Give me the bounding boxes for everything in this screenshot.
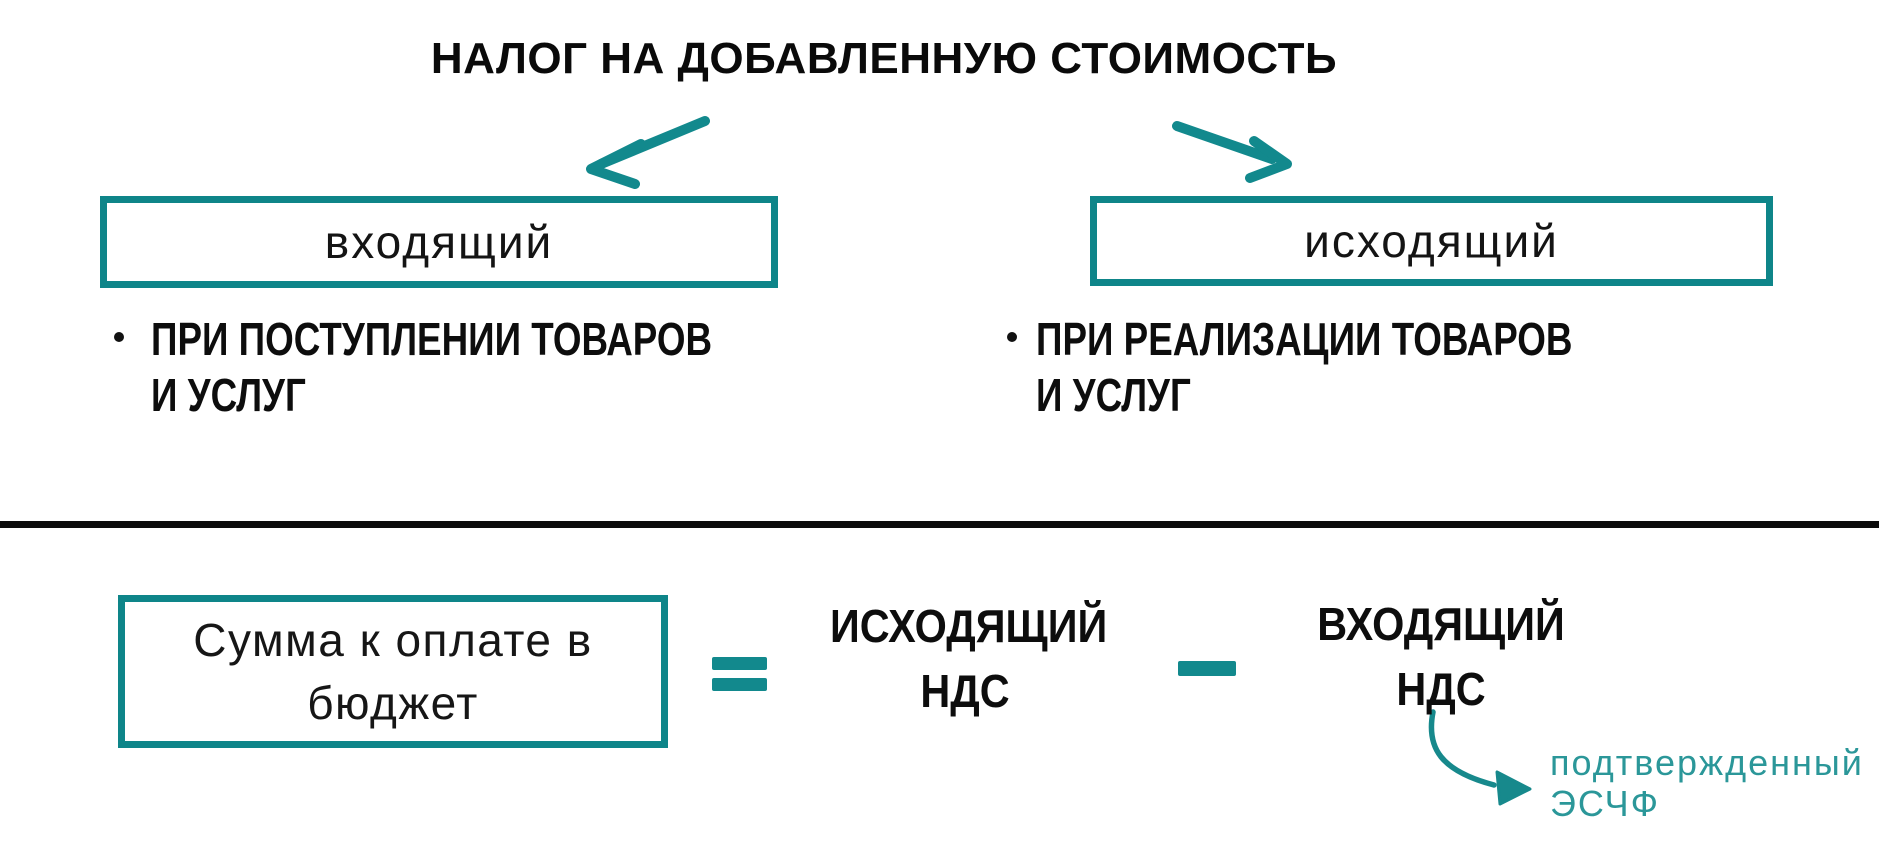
incoming-bullet-text: ПРИ ПОСТУПЛЕНИИ ТОВАРОВ И УСЛУГ: [151, 311, 712, 423]
curved-arrow-right-icon: [1428, 709, 1532, 806]
confirmed-escf-note-line1: подтвержденный: [1550, 742, 1864, 783]
bullet-dot: [1007, 332, 1017, 342]
incoming-vat-box: входящий: [100, 196, 778, 288]
arrow-down-left-icon: [586, 116, 710, 189]
outgoing-vat-box: исходящий: [1090, 196, 1773, 286]
section-divider: [0, 521, 1879, 528]
outgoing-vat-term: ИСХОДЯЩИЙ НДС: [830, 594, 1108, 724]
incoming-vat-term: ВХОДЯЩИЙ НДС: [1306, 592, 1576, 722]
outgoing-bullet-line1: ПРИ РЕАЛИЗАЦИИ ТОВАРОВ: [1036, 313, 1573, 365]
incoming-vat-term-line1: ВХОДЯЩИЙ: [1317, 598, 1565, 650]
outgoing-vat-term-line2: НДС: [920, 665, 1010, 717]
arrow-down-right-icon: [1172, 121, 1292, 183]
equals-bar-bottom: [712, 678, 767, 691]
incoming-bullet-line2: И УСЛУГ: [151, 369, 306, 421]
sum-to-budget-box: Сумма к оплате в бюджет: [118, 595, 668, 748]
outgoing-vat-box-label: исходящий: [1304, 215, 1559, 267]
sum-to-budget-line1: Сумма к оплате в: [193, 613, 593, 666]
sum-to-budget-line2: бюджет: [307, 676, 479, 729]
incoming-vat-term-line2: НДС: [1396, 663, 1486, 715]
incoming-vat-box-label: входящий: [324, 216, 554, 268]
equals-sign: [712, 657, 767, 691]
confirmed-escf-note: подтвержденный ЭСЧФ: [1550, 742, 1864, 824]
equals-bar-top: [712, 657, 767, 670]
incoming-bullet-line1: ПРИ ПОСТУПЛЕНИИ ТОВАРОВ: [151, 313, 713, 365]
minus-sign: [1178, 661, 1236, 676]
outgoing-bullet-text: ПРИ РЕАЛИЗАЦИИ ТОВАРОВ И УСЛУГ: [1036, 311, 1572, 423]
page-title: НАЛОГ НА ДОБАВЛЕННУЮ СТОИМОСТЬ: [430, 34, 1338, 83]
outgoing-bullet-line2: И УСЛУГ: [1036, 369, 1191, 421]
confirmed-escf-note-line2: ЭСЧФ: [1550, 783, 1661, 824]
bullet-dot: [114, 332, 124, 342]
outgoing-vat-term-line1: ИСХОДЯЩИЙ: [830, 600, 1108, 652]
